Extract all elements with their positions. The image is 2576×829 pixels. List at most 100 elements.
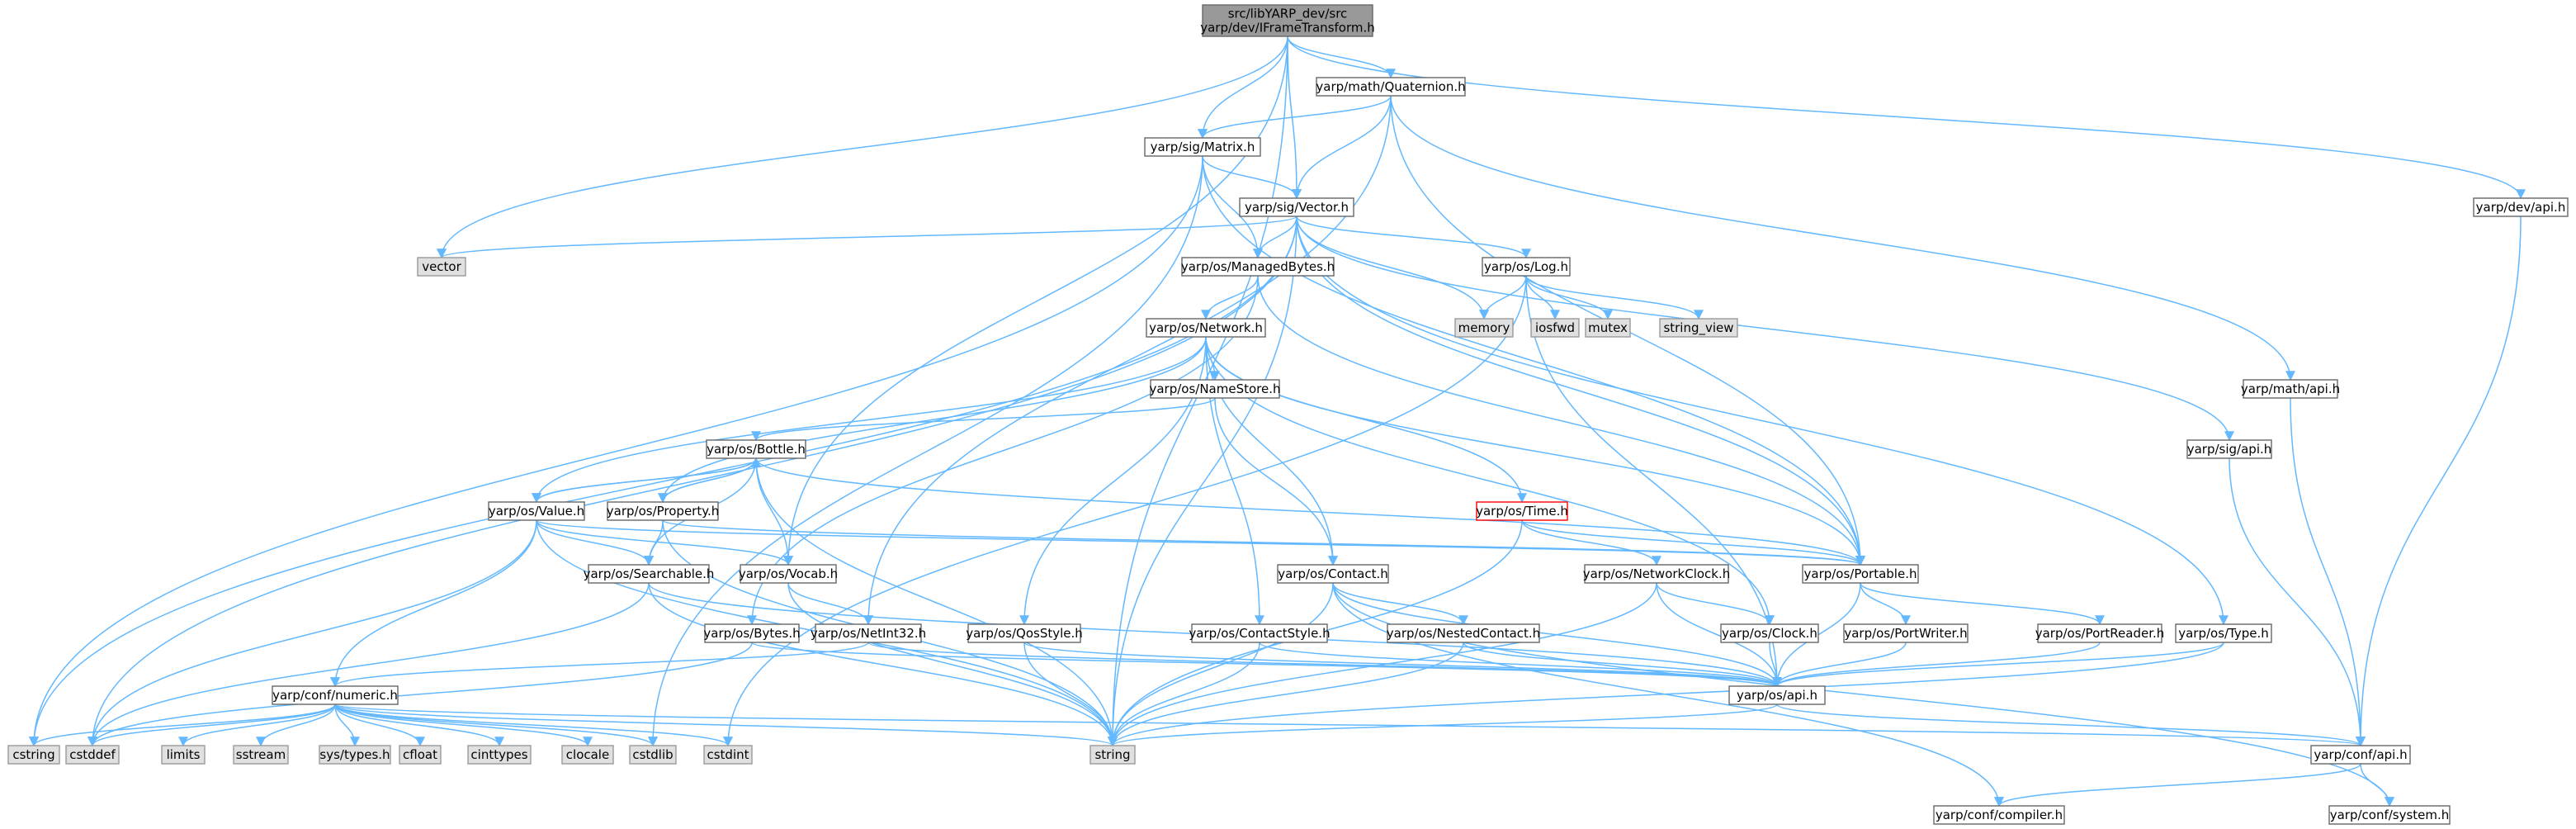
node-vector_h[interactable]: yarp/sig/Vector.h [1239,197,1354,217]
node-type[interactable]: yarp/os/Type.h [2175,623,2272,643]
node-quaternion[interactable]: yarp/math/Quaternion.h [1316,77,1466,97]
node-cstddef[interactable]: cstddef [65,745,120,765]
edge-quaternion-to-matrix [1198,95,1392,140]
node-clock[interactable]: yarp/os/Clock.h [1720,623,1819,643]
node-label: yarp/os/NetworkClock.h [1583,566,1731,581]
node-cstdint[interactable]: cstdint [703,745,753,765]
node-box [1720,623,1819,643]
node-namestore[interactable]: yarp/os/NameStore.h [1149,379,1281,399]
edge-vector_h-to-log [1296,216,1531,259]
edge-osapi-to-string [1108,703,1778,747]
node-label: yarp/os/Type.h [2178,626,2269,641]
node-iosfwd[interactable]: iosfwd [1530,318,1580,338]
node-label: yarp/os/Clock.h [1722,626,1817,641]
node-box [1933,805,2065,825]
node-box [1530,318,1580,338]
node-mutex[interactable]: mutex [1585,318,1631,338]
node-box [1843,623,1969,643]
node-systypes[interactable]: sys/types.h [319,745,391,765]
node-label: sys/types.h [319,747,390,762]
node-string_view[interactable]: string_view [1659,318,1738,338]
node-box [1191,623,1328,643]
node-matrix[interactable]: yarp/sig/Matrix.h [1144,137,1261,157]
edge-value-to-bottle [536,457,761,503]
edge-numeric-to-cstring [29,703,336,747]
node-compiler[interactable]: yarp/conf/compiler.h [1933,805,2065,825]
node-sstream[interactable]: sstream [233,745,289,765]
edge-property-to-searchable [644,519,664,566]
edge-value-to-portable [536,519,1865,566]
node-nestedcontact[interactable]: yarp/os/NestedContact.h [1387,623,1540,643]
node-box [2175,623,2272,643]
node-memory[interactable]: memory [1454,318,1514,338]
edge-vector_h-to-string [1108,216,1297,747]
node-log[interactable]: yarp/os/Log.h [1482,257,1571,277]
node-portreader[interactable]: yarp/os/PortReader.h [2035,623,2165,643]
edge-log-to-cstdint [723,275,1527,747]
edge-log-to-mutex [1525,275,1613,320]
edge-time-to-networkclock [1521,519,1661,566]
node-label: yarp/os/Value.h [489,504,584,519]
node-system[interactable]: yarp/conf/system.h [2328,805,2451,825]
edge-numeric-to-cstdlib [334,703,658,747]
node-networkclock[interactable]: yarp/os/NetworkClock.h [1583,564,1731,584]
node-contactstyle[interactable]: yarp/os/ContactStyle.h [1189,623,1331,643]
node-limits[interactable]: limits [161,745,206,765]
edge-bottle-to-portable [755,457,1865,566]
node-property[interactable]: yarp/os/Property.h [607,501,719,521]
edge-log-to-iosfwd [1525,275,1560,320]
node-network[interactable]: yarp/os/Network.h [1146,318,1266,338]
edge-portable-to-portreader [1860,582,2105,626]
edge-contact-to-nestedcontact [1332,582,1468,626]
edge-value-to-vocab [536,519,793,566]
node-box [2328,805,2451,825]
edge-vocab-to-netint32 [787,582,873,626]
node-clocale[interactable]: clocale [561,745,614,765]
node-bytes[interactable]: yarp/os/Bytes.h [703,623,801,643]
node-confapi[interactable]: yarp/conf/api.h [2310,745,2411,765]
node-string[interactable]: string [1089,745,1136,765]
node-box [607,501,719,521]
node-vector[interactable]: vector [417,257,466,277]
node-netint32[interactable]: yarp/os/NetInt32.h [811,623,926,643]
edge-networkclock-to-osapi [1656,582,1782,688]
node-value[interactable]: yarp/os/Value.h [488,501,585,521]
node-cfloat[interactable]: cfloat [399,745,442,765]
node-label: cstdlib [632,747,673,762]
node-label: yarp/os/Searchable.h [584,566,715,581]
node-label: iosfwd [1535,320,1575,335]
node-box [1584,564,1729,584]
node-sigapi[interactable]: yarp/sig/api.h [2186,439,2272,459]
node-portable[interactable]: yarp/os/Portable.h [1802,564,1919,584]
node-label: yarp/os/PortWriter.h [1844,626,1967,641]
edge-matrix-to-portable [1202,155,1865,566]
node-cinttypes[interactable]: cinttypes [467,745,532,765]
edge-portable-to-portwriter [1860,582,1911,626]
node-label: yarp/os/QosStyle.h [966,626,1083,641]
node-cstring[interactable]: cstring [7,745,60,765]
node-mathapi[interactable]: yarp/math/api.h [2241,379,2340,399]
node-vocab[interactable]: yarp/os/Vocab.h [739,564,838,584]
node-cstdlib[interactable]: cstdlib [629,745,677,765]
edge-network-to-value [532,336,1207,504]
node-box [815,623,922,643]
node-osapi[interactable]: yarp/os/api.h [1728,685,1826,705]
node-portwriter[interactable]: yarp/os/PortWriter.h [1843,623,1969,643]
node-label: yarp/os/Time.h [1476,504,1568,519]
edge-numeric-to-cstdint [334,703,733,747]
node-searchable[interactable]: yarp/os/Searchable.h [584,564,715,584]
node-contact[interactable]: yarp/os/Contact.h [1277,564,1389,584]
edge-searchable-to-cstddef [87,582,650,747]
node-time[interactable]: yarp/os/Time.h [1476,501,1568,521]
edges-layer [29,36,2526,808]
edge-namestore-to-contact [1214,397,1338,566]
node-numeric[interactable]: yarp/conf/numeric.h [272,685,399,705]
edge-quaternion-to-mathapi [1390,95,2295,381]
node-qosstyle[interactable]: yarp/os/QosStyle.h [966,623,1083,643]
node-devapi[interactable]: yarp/dev/api.h [2473,197,2569,217]
node-managedbytes[interactable]: yarp/os/ManagedBytes.h [1181,257,1335,277]
node-bottle[interactable]: yarp/os/Bottle.h [706,439,806,459]
edge-vector_h-to-vector [437,216,1297,259]
